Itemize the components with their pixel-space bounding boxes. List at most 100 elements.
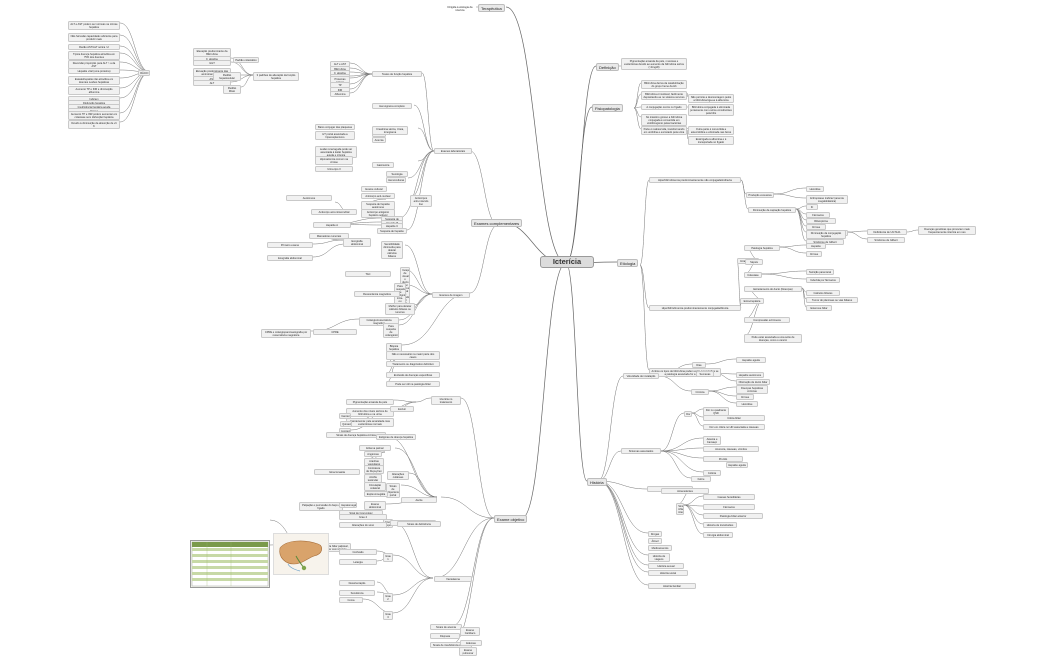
exames-complementares-item: Baixo conjugar das plaquetas	[315, 124, 355, 130]
connector-line	[240, 74, 254, 88]
exames-complementares-item: Hepatite A	[313, 222, 351, 228]
connector-line	[633, 82, 642, 109]
connector-line	[633, 93, 642, 109]
connector-line	[119, 45, 151, 73]
etiologia-item: Fármacos	[806, 212, 830, 218]
connector-line	[683, 495, 704, 506]
historia-item: Dor	[684, 411, 692, 417]
exame-objetivo-item: Grau 3	[383, 611, 393, 620]
exames-complementares-item: Exames de imagem	[432, 292, 470, 298]
exame-objetivo-item: Alterações do sono	[339, 522, 387, 528]
exames-complementares-item: Ressonância magnética	[354, 291, 400, 297]
historia-item: História familiar	[648, 583, 696, 589]
exames-complementares-item: Serologia	[386, 171, 408, 177]
exames-complementares-item: ALT	[193, 80, 231, 86]
exames-complementares-item: Colangiorressonância magnética	[359, 317, 399, 326]
etiologia-item: Deficiência de UGT1A1	[867, 229, 907, 235]
exame-objetivo-item: Letargia	[339, 559, 377, 565]
exame-objetivo-item: Hepatomegália	[339, 502, 357, 508]
etiologia-item: Produção excessiva	[746, 192, 774, 198]
connector-line	[779, 244, 807, 248]
connector-line	[906, 229, 919, 233]
etiologia-item: Diminuição da captação hepática	[748, 207, 796, 213]
connector-line	[779, 246, 807, 254]
connector-line	[119, 22, 151, 73]
connector-line	[421, 72, 435, 152]
exame-objetivo-item: Grau 1	[383, 553, 393, 562]
historia-item: Crónica	[691, 389, 709, 395]
connector-line	[795, 208, 807, 242]
fisiopatologia-item: Bilirrubina conjugada é eliminada juntam…	[688, 104, 734, 116]
exames-complementares-item: Padrão hepatocelular	[213, 72, 241, 81]
etiologia-item: Diminuição da conjugação hepática	[806, 230, 846, 239]
exames-complementares-item: Ecografia abdominal	[343, 238, 371, 247]
connector-line	[597, 375, 624, 482]
exames-complementares-item: Razão AST/ALT sérica >2	[68, 44, 120, 50]
exame-objetivo-item: Xantelasma	[434, 576, 472, 582]
fisiopatologia-item: No intestino grosso a bilirrubina conjug…	[641, 114, 687, 126]
exames-complementares-item: Não é necessário na maior parte dos caso…	[386, 351, 440, 360]
connector-line	[312, 239, 344, 245]
fisiopatologia-item: Está ligada à albumina e é transportada …	[688, 136, 734, 145]
exames-complementares-item: Urina tipo II	[315, 166, 353, 172]
connector-line	[639, 264, 650, 371]
branch-terapeutica: Terapêutica	[478, 4, 505, 12]
connector-line	[597, 480, 649, 586]
etiologia-item: Extra-hepática	[740, 298, 764, 304]
fisiopatologia-item: Outra parte é convertida a estercobilina…	[688, 126, 734, 135]
exames-complementares-item: Padrão colestático	[233, 57, 259, 63]
branch-fisiopatologia: Fisiopatologia	[592, 104, 623, 112]
connector-line	[795, 205, 807, 210]
branch-definicao: Definição	[596, 63, 619, 71]
connector-line	[708, 390, 737, 404]
exame-objetivo-item: Sonolência	[339, 590, 375, 596]
historia-item: História sexual	[648, 563, 684, 569]
connector-line	[708, 390, 737, 397]
historia-item: Doenças hepáticas crónicas	[736, 385, 768, 394]
connector-line	[392, 521, 434, 579]
connector-line	[705, 358, 737, 365]
fisiopatologia-item: Não permite a desmontagem pelos a bilirr…	[688, 94, 734, 103]
branch-historia: História	[587, 478, 607, 486]
definicao-text: Pigmentação amarela da pele, mucosas e e…	[621, 58, 687, 70]
connector-line	[433, 517, 495, 579]
exame-objetivo-item: Sinais de anemia	[430, 624, 462, 630]
etiologia-item: Tumor do pâncreas ou vias biliares	[806, 297, 858, 303]
connector-line	[801, 287, 807, 308]
exame-objetivo-item: Eritema palmar	[359, 445, 391, 451]
exame-objetivo-item: Estigmas de doença hepática	[376, 434, 416, 440]
terapeutica-item: Dirigida à etiologia da icterícia	[447, 5, 473, 12]
connector-line	[460, 397, 495, 519]
exame-objetivo-item: Carotenemia: pele amarelada mas esclerót…	[346, 418, 394, 427]
historia-item: Sintomas inflamatórios intestinais	[676, 503, 684, 515]
historia-item: Semanas	[696, 371, 714, 377]
etiologia-item: Cirrose	[806, 224, 826, 230]
connector-line	[686, 127, 689, 130]
connector-line	[392, 577, 434, 614]
etiologia-item: Sépsis	[745, 259, 763, 265]
etiologia-item: Nutrição parenteral	[806, 269, 834, 275]
historia-item: Cirrose	[736, 394, 754, 400]
table-image-icon	[191, 541, 269, 587]
historia-item: Obstrução de ducto biliar	[736, 379, 770, 385]
historia-item: Astenia e Cansaço	[703, 436, 721, 445]
exame-objetivo-item: Coma	[339, 597, 363, 603]
connector-line	[708, 386, 737, 392]
connector-line	[505, 6, 567, 264]
connector-line	[440, 496, 495, 519]
exame-objetivo-item: Grau 4	[339, 514, 387, 520]
historia-item: Causas hereditárias	[703, 494, 755, 500]
exames-complementares-item: 3 padrões de alteração da função hepátic…	[253, 72, 299, 81]
connector-line	[349, 71, 373, 75]
exames-complementares-item: CPRE e colangiopancreatografia por resso…	[261, 329, 311, 338]
exame-objetivo-item: Esplenomegália	[364, 491, 388, 497]
historia-item: Febre	[691, 476, 711, 482]
connector-line	[691, 408, 704, 414]
connector-line	[404, 244, 433, 295]
historia-item: Hepatite aguda	[726, 462, 748, 468]
etiologia-item: Patologia hepática	[744, 245, 780, 251]
exame-objetivo-item: Ascite	[401, 497, 437, 503]
exames-complementares-item: Exame cultural	[361, 186, 387, 192]
